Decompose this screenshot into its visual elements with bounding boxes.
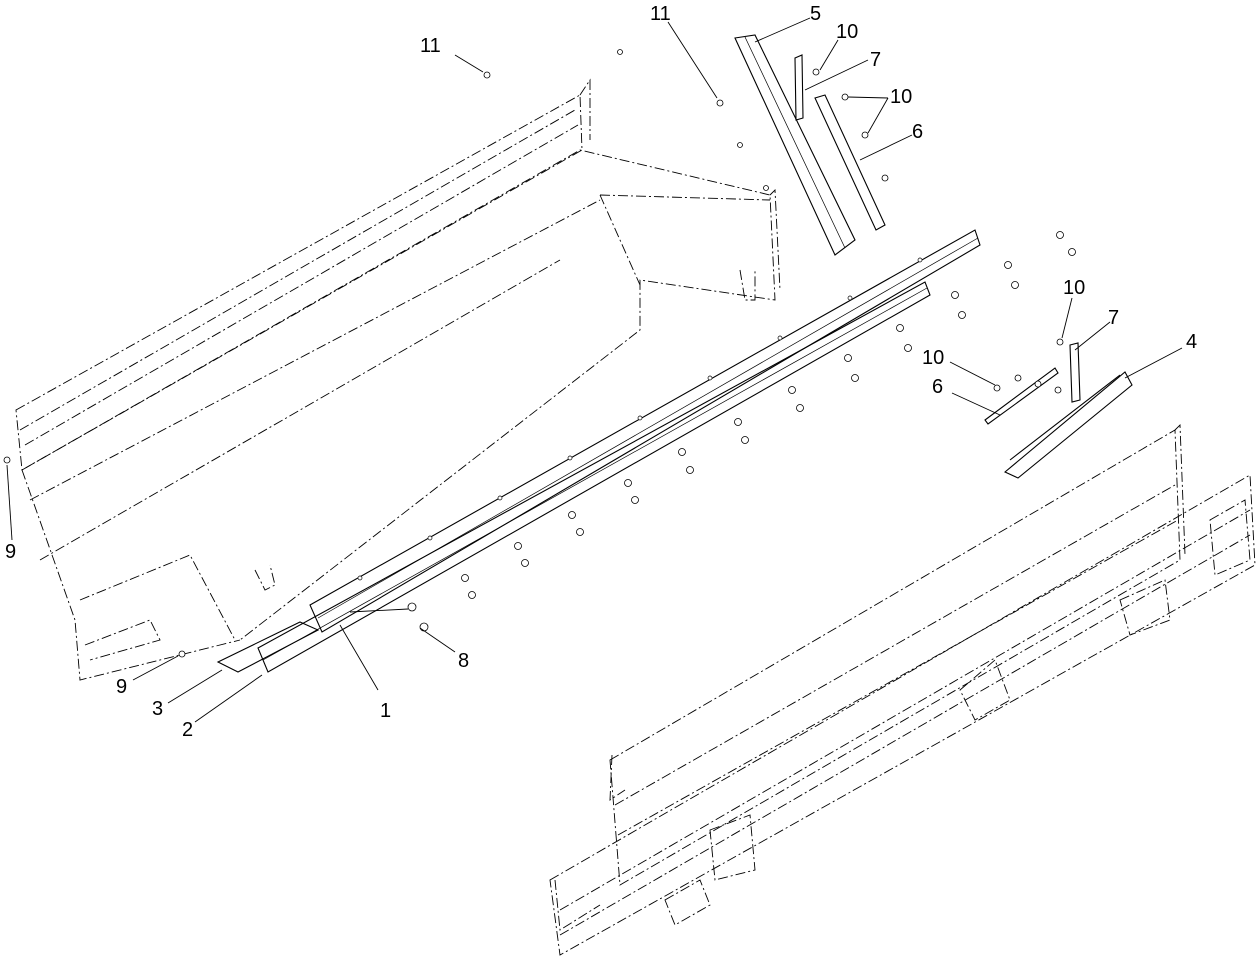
- upper-bed-assembly: [15, 78, 781, 681]
- hardware: [3, 49, 1076, 658]
- bar-7-upper: [794, 54, 804, 121]
- callout-2: 2: [182, 719, 193, 741]
- callout-10-lower: 10: [922, 347, 944, 369]
- bar-6-upper: [814, 94, 886, 231]
- callout-10-top: 10: [836, 21, 858, 43]
- callout-9-left: 9: [5, 541, 16, 563]
- callout-10-upper: 10: [890, 86, 912, 108]
- callout-11-top: 11: [650, 3, 671, 25]
- bar-7-lower: [1069, 342, 1081, 403]
- callout-3: 3: [152, 698, 163, 720]
- bar-6-lower: [984, 367, 1059, 425]
- bracket-5: [734, 34, 856, 256]
- angle-strip-1: [309, 229, 981, 633]
- leader-lines: [6, 17, 1183, 723]
- callout-6-upper: 6: [912, 121, 923, 143]
- callout-8: 8: [458, 650, 469, 672]
- strip-holes: [357, 257, 923, 581]
- bracket-4: [1003, 371, 1133, 479]
- callout-7-lower: 7: [1108, 307, 1119, 329]
- callout-11-left: 11: [420, 35, 441, 57]
- callout-1: 1: [380, 700, 391, 722]
- plate-3: [216, 621, 320, 673]
- callout-6-lower: 6: [932, 376, 943, 398]
- callout-4: 4: [1186, 331, 1197, 353]
- callout-labels: 1 2 3 4 5 6 6 7 7 8 9 9 10 10 10 10 11 1…: [5, 3, 1197, 741]
- callout-7-upper: 7: [870, 49, 881, 71]
- callout-10-right: 10: [1063, 277, 1085, 299]
- angle-strip-2: [257, 281, 931, 673]
- lower-frame-assembly: [549, 423, 1256, 956]
- callout-5: 5: [810, 3, 821, 25]
- callout-9-lower: 9: [116, 676, 127, 698]
